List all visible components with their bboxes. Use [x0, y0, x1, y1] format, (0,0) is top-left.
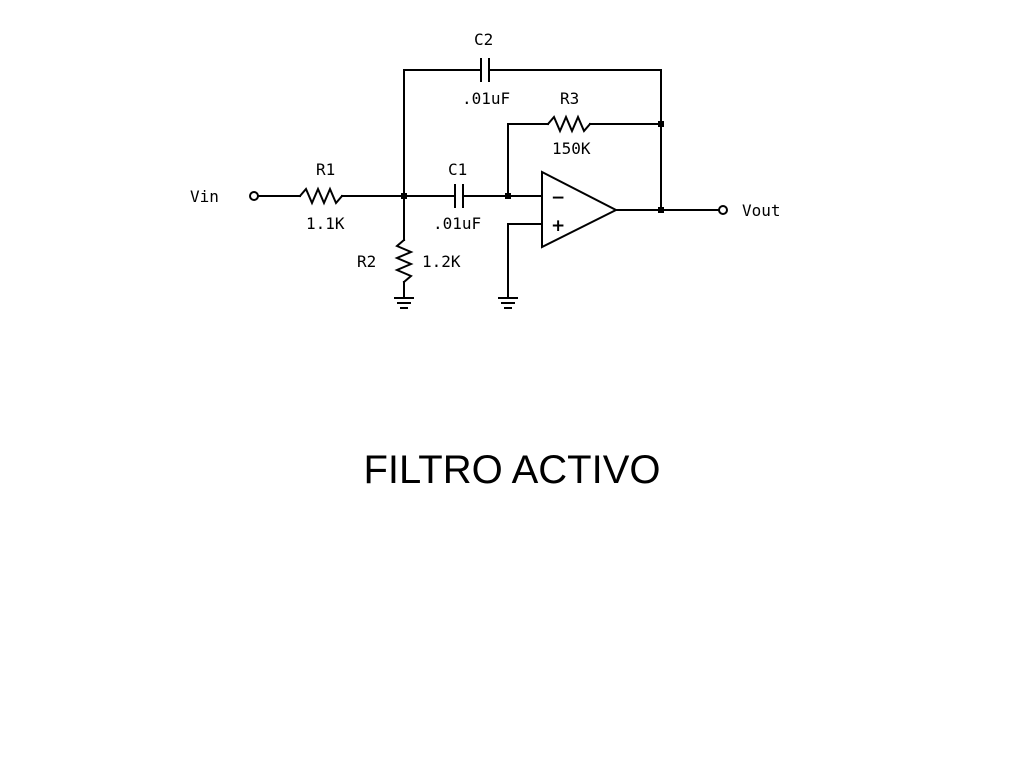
- r2-value-label: 1.2K: [422, 252, 461, 271]
- junction-node-a: [401, 193, 407, 199]
- r3-resistor: [546, 114, 592, 134]
- opamp-noninverting-sign: +: [551, 216, 565, 236]
- r3-value-label: 150K: [552, 139, 591, 158]
- c2-ref-label: C2: [474, 30, 493, 49]
- junction-node-b: [505, 193, 511, 199]
- opamp-triangle: [541, 170, 619, 249]
- c2-value-label: .01uF: [462, 89, 510, 108]
- vin-terminal: [249, 191, 259, 201]
- vin-label: Vin: [190, 187, 219, 206]
- c1-value-label: .01uF: [433, 214, 481, 233]
- r3-ref-label: R3: [560, 89, 579, 108]
- r2-ref-label: R2: [357, 252, 376, 271]
- c1-ref-label: C1: [448, 160, 467, 179]
- r1-value-label: 1.1K: [306, 214, 345, 233]
- opamp-inverting-sign: −: [551, 188, 565, 208]
- slide-title: FILTRO ACTIVO: [363, 448, 661, 492]
- r1-resistor: [298, 186, 344, 206]
- junction-output: [658, 207, 664, 213]
- vout-label: Vout: [742, 201, 781, 220]
- r2-resistor: [394, 238, 414, 284]
- r1-ref-label: R1: [316, 160, 335, 179]
- vout-terminal: [718, 205, 728, 215]
- junction-r3-output: [658, 121, 664, 127]
